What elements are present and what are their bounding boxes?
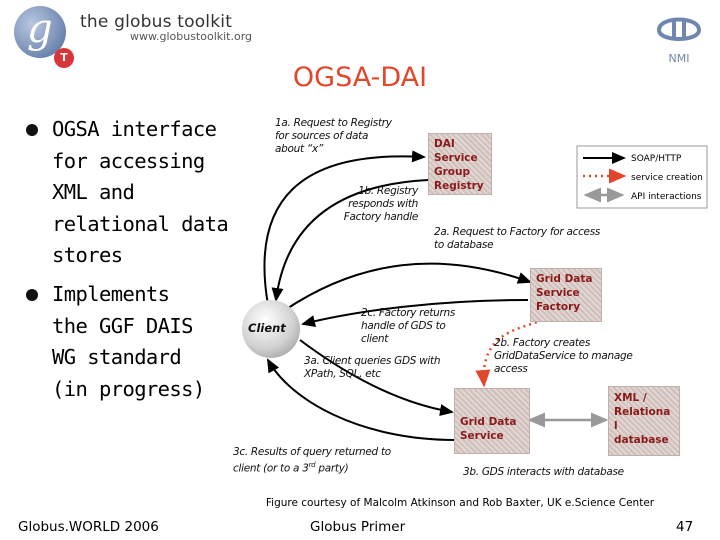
logo-letter: g <box>27 6 53 52</box>
annotation-line: about “x” <box>275 143 324 155</box>
annotation-line: for sources of data <box>275 130 369 142</box>
arrow-1b <box>271 179 429 302</box>
annotation-2b: 2b. Factory creates GridDataService to m… <box>494 337 633 376</box>
registry-line: Group <box>434 166 471 178</box>
bullet-line: XML and <box>52 180 135 204</box>
annotation-line: handle of GDS to <box>361 320 446 332</box>
gds-line: Service <box>460 430 504 442</box>
annotation-line: 1b. Registry <box>358 185 418 197</box>
bullet-line: WG standard <box>52 345 182 369</box>
client-node: Client <box>242 300 300 358</box>
arrow-2c <box>301 299 529 327</box>
annotation-3c: 3c. Results of query returned to client … <box>233 446 391 476</box>
footer-center: Globus Primer <box>310 519 406 535</box>
annotation-line: access <box>494 363 528 375</box>
bullet-line: (in progress) <box>52 376 205 401</box>
gds-line: Grid Data <box>460 416 517 428</box>
brand-url: www.globustoolkit.org <box>130 30 253 43</box>
factory-line: Service <box>536 287 580 299</box>
figure-caption: Figure courtesy of Malcolm Atkinson and … <box>265 497 655 509</box>
annotation-1b: 1b. Registry responds with Factory handl… <box>338 185 419 224</box>
registry-line: DAI <box>434 138 455 150</box>
annotation-part: client (or to a 3 <box>233 462 309 475</box>
gds-node: Grid Data Service <box>454 388 530 454</box>
brand-name: the globus toolkit <box>80 12 233 32</box>
client-label: Client <box>248 321 286 335</box>
annotation-line: 3c. Results of query returned to <box>233 446 391 458</box>
database-line: Relationa <box>614 406 671 418</box>
annotation-line: to database <box>434 239 494 251</box>
bullet-line: OGSA interface <box>52 117 217 141</box>
bullet-dot-1 <box>26 124 38 136</box>
logo-badge-icon: T <box>54 48 74 68</box>
globus-logo-icon: g <box>14 6 66 58</box>
annotation-line: Factory handle <box>343 211 419 223</box>
database-line: XML / <box>614 392 647 404</box>
registry-node: DAI Service Group Registry <box>428 133 492 195</box>
bullet-text-1: OGSA interface for accessing XML and rel… <box>52 114 229 272</box>
factory-node: Grid Data Service Factory <box>530 268 602 322</box>
page-number: 47 <box>676 519 694 535</box>
arrow-3a <box>299 339 454 416</box>
database-line: database <box>614 434 669 446</box>
database-line: l <box>614 420 618 432</box>
annotation-line: 2b. Factory creates <box>494 337 591 349</box>
bullet-line: stores <box>52 243 123 267</box>
factory-line: Factory <box>536 301 581 313</box>
arrow-1a <box>263 150 426 306</box>
annotation-line: GridDataService to manage <box>494 350 633 362</box>
annotation-2a: 2a. Request to Factory for access to dat… <box>434 226 600 252</box>
bullet-line: Implements <box>52 282 170 306</box>
factory-line: Grid Data <box>536 273 593 285</box>
arrow-3c <box>267 358 456 441</box>
nmi-text: NMI <box>669 52 690 65</box>
database-node: XML / Relationa l database <box>608 386 680 456</box>
arrow-2a <box>284 262 532 311</box>
legend-label-soap: SOAP/HTTP <box>631 154 682 164</box>
legend-label-creation: service creation <box>631 173 703 183</box>
registry-line: Service <box>434 152 478 164</box>
bullet-line: for accessing <box>52 148 205 173</box>
bullet-dot-2 <box>26 289 38 301</box>
annotation-3b: 3b. GDS interacts with database <box>463 466 624 478</box>
annotation-part: party) <box>315 462 349 475</box>
registry-line: Registry <box>434 180 484 192</box>
bullet-text-2: Implements the GGF DAIS WG standard (in … <box>52 279 205 405</box>
footer-left: Globus.WORLD 2006 <box>18 519 159 535</box>
annotation-line: client <box>361 333 389 345</box>
annotation-line: 2c. Factory returns <box>361 307 456 319</box>
annotation-2c: 2c. Factory returns handle of GDS to cli… <box>361 307 455 346</box>
annotation-line: client (or to a 3rd party) <box>233 459 391 476</box>
bullet-line: the GGF DAIS <box>52 313 194 338</box>
annotation-3a: 3a. Client queries GDS with XPath, SQL, … <box>304 355 441 380</box>
annotation-line: responds with <box>348 198 418 210</box>
nmi-logo-icon: NMI <box>656 17 702 65</box>
legend-label-api: API interactions <box>631 192 702 202</box>
bullet-line: relational data <box>52 211 229 236</box>
page-title: OGSA-DAI <box>292 62 428 93</box>
annotation-line: 1a. Request to Registry <box>275 117 392 129</box>
annotation-sup: rd <box>308 461 316 469</box>
annotation-line: 2a. Request to Factory for access <box>434 226 601 238</box>
annotation-1a: 1a. Request to Registry for sources of d… <box>275 117 392 156</box>
